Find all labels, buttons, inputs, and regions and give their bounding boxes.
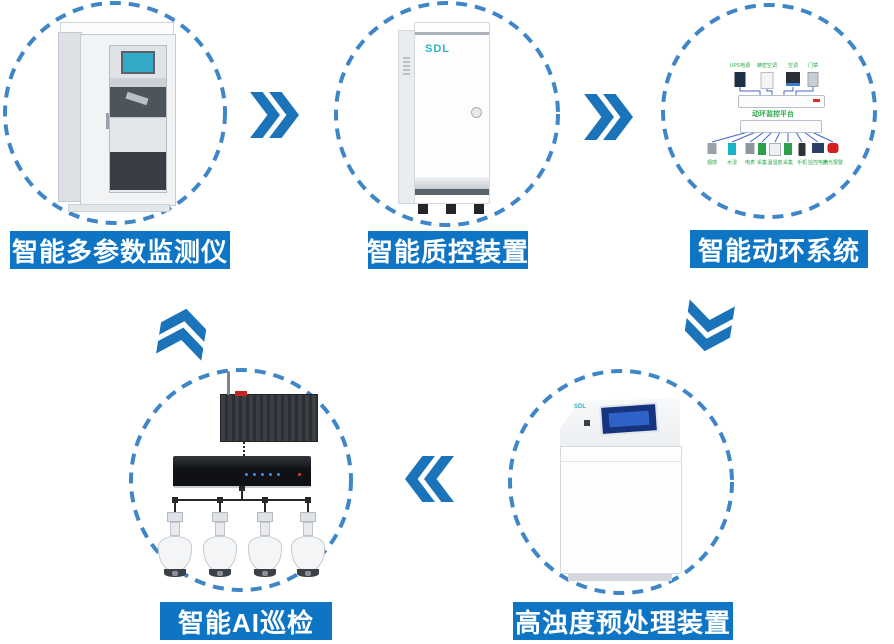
antenna-icon (227, 371, 230, 395)
env-bottom-label: 监控电脑 (807, 160, 829, 166)
caption-ai: 智能AI巡检 (160, 602, 332, 640)
arrow-ai-to-monitor (156, 305, 209, 361)
multi-parameter-monitor-device (58, 22, 178, 212)
ai-inspection-group (120, 371, 360, 585)
env-system-diagram: UPS电源 精密空调 空调 门禁 动环监控平台 烟感 水浸 电表 采集 温湿度 … (698, 46, 848, 178)
door-knob (471, 107, 482, 118)
hub-rack-2 (740, 120, 822, 133)
bottom-band (415, 177, 489, 189)
hmi-screen (121, 50, 155, 74)
ring-env (661, 3, 877, 219)
phone-icon (798, 143, 806, 156)
monitor-icon (786, 72, 800, 86)
hub-rack-1 (738, 95, 825, 108)
env-bottom-label: 声光报警 (822, 160, 844, 166)
camera-lens (172, 570, 178, 576)
cabinet-front (80, 34, 176, 206)
camera-lens (262, 570, 268, 576)
arrow-env-to-pretreat (682, 299, 735, 355)
laptop-icon (812, 143, 824, 153)
ptz-camera (288, 512, 328, 582)
env-bottom-label: 手机 (796, 160, 808, 166)
foot (418, 204, 428, 214)
arrow-monitor-to-qc (250, 92, 299, 138)
door-window (109, 45, 167, 193)
collector-icon (784, 143, 792, 155)
env-bottom-label: 烟感 (706, 160, 718, 166)
hub-indicator (813, 99, 820, 102)
access-control-icon (807, 72, 819, 87)
power-button (584, 420, 590, 426)
camera-lens (217, 570, 223, 576)
nvr-recorder (173, 456, 311, 488)
ring-pretreat (508, 369, 734, 595)
caption-env: 智能动环系统 (690, 230, 868, 268)
touch-screen (599, 402, 659, 436)
unit-base (568, 574, 672, 581)
door-handle (106, 113, 109, 129)
sdl-logo-small: SDL (574, 404, 586, 410)
qc-device: SDL (398, 22, 490, 214)
cabinet-base (68, 204, 170, 212)
sdl-logo: SDL (425, 43, 450, 55)
vent-grille (403, 57, 410, 75)
env-bottom-label: 温湿度 (767, 160, 783, 166)
env-bottom-label: 电表 (744, 160, 756, 166)
ups-icon (734, 72, 746, 87)
antenna-mount (235, 391, 247, 396)
ring-ai (129, 368, 353, 592)
unit-body (560, 446, 682, 574)
foot (446, 204, 456, 214)
arrow-qc-to-env (584, 94, 633, 140)
env-top-label: UPS电源 (729, 63, 751, 69)
camera-lens (305, 570, 311, 576)
alarm-icon (827, 143, 839, 153)
arrow-pretreat-to-ai (405, 456, 454, 502)
water-sensor-icon (728, 143, 736, 155)
ptz-camera (155, 512, 195, 582)
env-bottom-label: 水浸 (726, 160, 738, 166)
camera-tree-lines (172, 486, 311, 514)
collector-icon (758, 143, 766, 155)
ptz-camera (245, 512, 285, 582)
caption-monitor: 智能多参数监测仪 (10, 231, 230, 269)
dotted-link (243, 442, 245, 456)
pretreatment-device: SDL (552, 392, 688, 592)
env-top-label: 门禁 (807, 63, 819, 69)
env-bottom-label: 采集 (756, 160, 768, 166)
ac-unit-icon (760, 72, 774, 89)
caption-pretreat: 高浊度预处理装置 (513, 602, 733, 640)
bottom-strip (415, 189, 489, 195)
diagram-wires (711, 87, 834, 143)
foot (474, 204, 484, 214)
env-bottom-label: 采集 (782, 160, 794, 166)
hub-label: 动环监控平台 (752, 111, 794, 118)
smoke-sensor-icon (707, 143, 717, 154)
cabinet-side (58, 32, 82, 202)
nvr-status-led (298, 473, 301, 476)
ptz-camera (200, 512, 240, 582)
sensor-icon (769, 143, 781, 156)
env-top-label: 精密空调 (756, 63, 778, 69)
cabinet-front: SDL (414, 22, 490, 204)
edge-ai-box (220, 371, 318, 442)
sampler-arm (125, 91, 149, 106)
env-top-label: 空调 (787, 63, 799, 69)
caption-qc: 智能质控装置 (367, 231, 528, 269)
meter-icon (745, 143, 755, 154)
ring-monitor (3, 1, 227, 225)
ring-qc (334, 1, 560, 227)
